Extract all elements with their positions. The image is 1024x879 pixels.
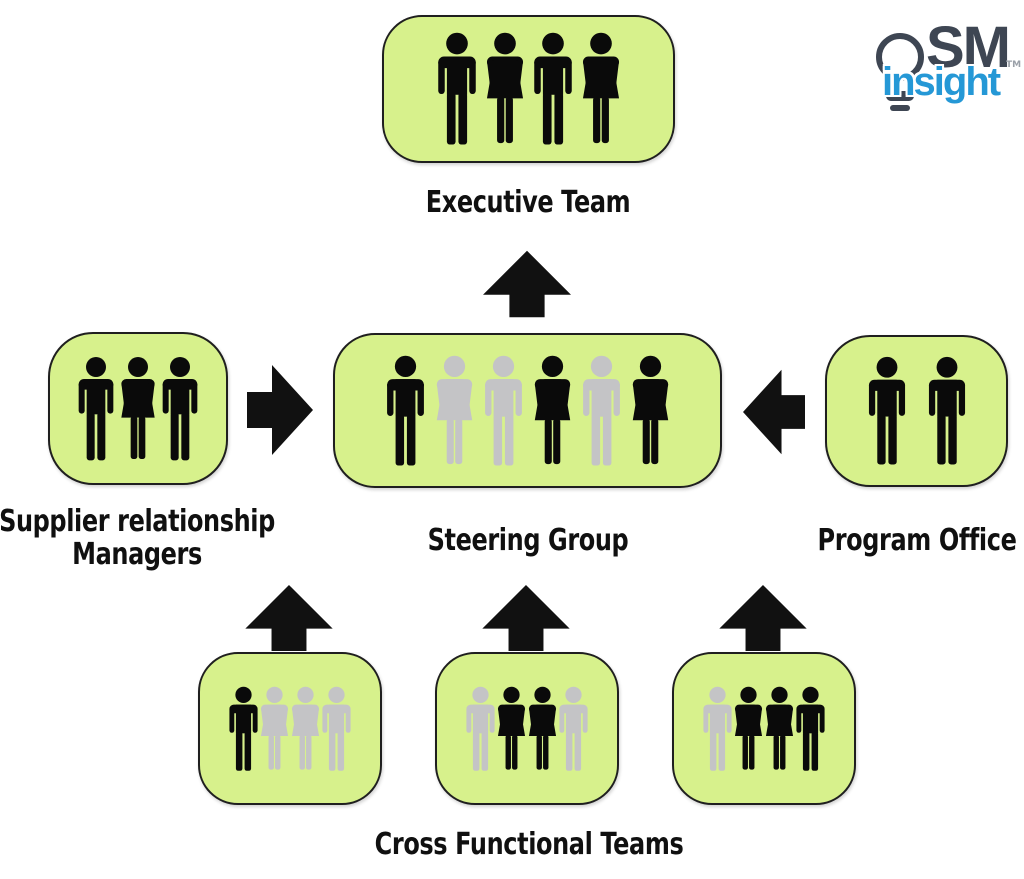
team-2-people (465, 686, 589, 772)
male-person-icon (317, 686, 356, 772)
executive-team-box (382, 15, 675, 163)
female-person-icon (625, 355, 676, 467)
steering-group-box (333, 333, 722, 488)
logo-trademark: TM (1006, 60, 1022, 70)
female-person-icon (479, 32, 531, 146)
steering-group-people (381, 355, 675, 467)
male-person-icon (554, 686, 593, 772)
arrow-up-icon (483, 250, 571, 318)
male-person-icon (527, 32, 579, 146)
supplier-relationship-managers-label: Supplier relationship Managers (0, 505, 275, 571)
supplier-label-line2: Managers (72, 537, 202, 572)
male-person-icon (478, 355, 529, 467)
supplier-people (75, 356, 201, 462)
supplier-label-line1: Supplier relationship (0, 504, 275, 539)
logo-sm-text: SM (926, 15, 1011, 80)
female-person-icon (114, 356, 162, 462)
female-person-icon (575, 32, 627, 146)
supplier-relationship-managers-box (48, 332, 228, 485)
male-person-icon (156, 356, 204, 462)
executive-team-people (433, 32, 625, 146)
female-person-icon (527, 355, 578, 467)
lightbulb-icon (876, 33, 924, 111)
female-person-icon (429, 355, 480, 467)
male-person-icon (862, 356, 912, 466)
executive-team-label: Executive Team (425, 185, 631, 220)
cross-functional-teams-label: Cross Functional Teams (374, 827, 684, 862)
arrow-up-icon (245, 585, 333, 651)
male-person-icon (922, 356, 972, 466)
cross-functional-team-3-box (672, 652, 856, 805)
male-person-icon (791, 686, 830, 772)
male-person-icon (431, 32, 483, 146)
cross-functional-team-2-box (435, 652, 619, 805)
steering-group-label: Steering Group (427, 523, 629, 558)
team-1-people (228, 686, 352, 772)
arrow-up-icon (719, 585, 807, 651)
team-3-people (702, 686, 826, 772)
program-office-box (825, 335, 1008, 487)
program-office-label: Program Office (817, 523, 1017, 558)
male-person-icon (72, 356, 120, 462)
male-person-icon (576, 355, 627, 467)
arrow-right-icon (247, 365, 313, 455)
arrow-left-icon (743, 369, 805, 455)
cross-functional-team-1-box (198, 652, 382, 805)
male-person-icon (380, 355, 431, 467)
sm-insight-logo: SM insight TM (862, 12, 1022, 122)
arrow-up-icon (482, 585, 570, 651)
logo-insight-text: insight (882, 60, 1001, 104)
program-office-people (857, 356, 977, 466)
